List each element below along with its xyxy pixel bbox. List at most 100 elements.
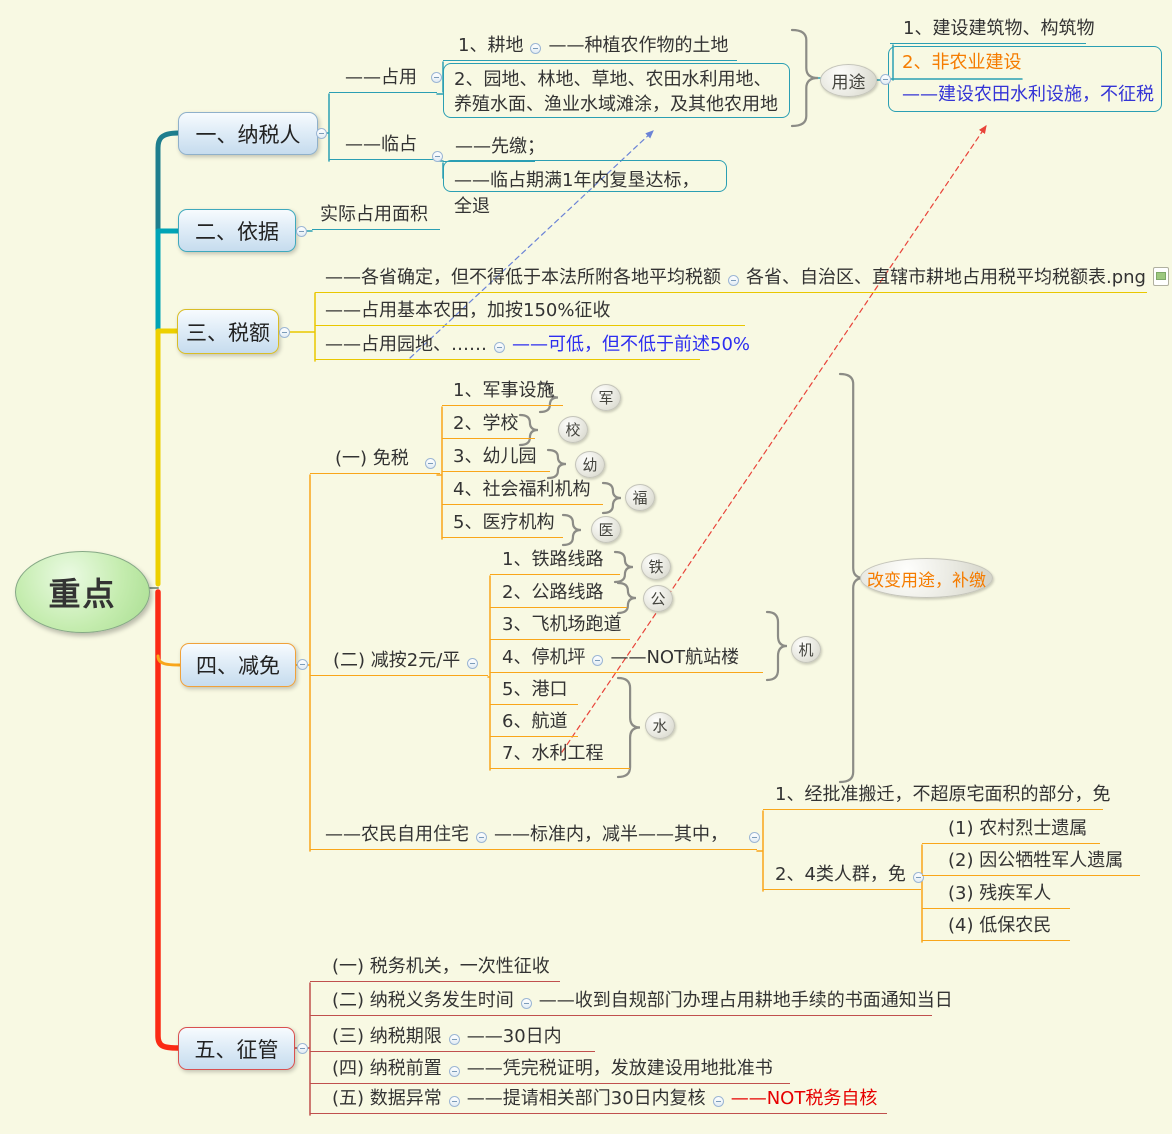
collapse-icon[interactable]: [297, 1043, 308, 1054]
brace: [616, 581, 637, 615]
item-reclaim-refund[interactable]: ——临占期满1年内复垦达标，全退: [443, 160, 727, 217]
brace: [518, 413, 539, 447]
note: ——NOT航站楼: [610, 647, 740, 668]
bubble-welfare[interactable]: 福: [625, 484, 655, 511]
item-tax-deadline[interactable]: (三) 纳税期限 ——30日内: [310, 1027, 595, 1052]
collapse-icon[interactable]: [728, 275, 739, 286]
brace: [538, 381, 559, 414]
item-port[interactable]: 5、港口: [490, 680, 578, 705]
group-exempt[interactable]: (一) 免税: [310, 449, 440, 474]
trunk-basis: [155, 228, 181, 334]
item-subsistence-farmer[interactable]: (4) 低保农民: [922, 916, 1070, 941]
item-waterway[interactable]: 6、航道: [490, 712, 578, 737]
label: 7、水利工程: [502, 743, 604, 764]
item-obligation-time[interactable]: (二) 纳税义务发生时间 ——收到自规部门办理占用耕地手续的书面通知当日: [310, 991, 953, 1016]
item-province-rate[interactable]: ——各省确定，但不得低于本法所附各地平均税额 各省、自治区、直辖市耕地占用税平均…: [315, 267, 1169, 293]
bubble-military[interactable]: 军: [591, 384, 621, 411]
item-relocation-exempt[interactable]: 1、经批准搬迁，不超原宅面积的部分，免: [763, 785, 1110, 810]
collapse-icon[interactable]: [448, 1033, 460, 1045]
label: (一) 税务机关，一次性征收: [332, 956, 550, 977]
node-label: 四、减免: [196, 654, 280, 678]
collapse-icon[interactable]: [592, 654, 604, 666]
collapse-icon[interactable]: [712, 1095, 724, 1107]
item-welfare[interactable]: 4、社会福利机构: [442, 480, 603, 505]
item-build-structures[interactable]: 1、建设建筑物、构筑物: [890, 19, 1094, 44]
item-other-farmland[interactable]: 2、园地、林地、草地、农田水利用地、养殖水面、渔业水域滩涂，及其他农用地: [443, 63, 790, 118]
node-basis[interactable]: 二、依据: [178, 209, 296, 252]
collapse-icon[interactable]: [297, 659, 308, 670]
png-file-icon[interactable]: [1152, 267, 1169, 286]
collapse-icon[interactable]: [279, 327, 290, 338]
item-data-anomaly[interactable]: (五) 数据异常 ——提请相关部门30日内复核 ——NOT税务自核: [310, 1089, 887, 1114]
item-medical[interactable]: 5、医疗机构: [442, 513, 563, 538]
attachment-label: 各省、自治区、直辖市耕地占用税平均税额表.png: [746, 267, 1146, 289]
item-four-groups[interactable]: 2、4类人群，免: [763, 864, 924, 890]
bubble-label: 幼: [582, 456, 598, 474]
bubble-railway[interactable]: 铁: [641, 553, 671, 580]
node-reduction[interactable]: 四、减免: [180, 643, 296, 687]
item-railway[interactable]: 1、铁路线路: [490, 550, 620, 575]
node-admin[interactable]: 五、征管: [178, 1027, 295, 1070]
group-reduced-rate[interactable]: (二) 减按2元/平: [310, 651, 488, 676]
bubble-kindergarten[interactable]: 幼: [575, 451, 605, 478]
collapse-icon[interactable]: [448, 1065, 460, 1077]
collapse-icon[interactable]: [880, 74, 891, 85]
collapse-icon[interactable]: [431, 72, 442, 83]
item-sacrificed-family[interactable]: (2) 因公牺牲军人遗属: [922, 851, 1140, 876]
node-tax-amount[interactable]: 三、税额: [177, 309, 279, 354]
item-occupy[interactable]: ——占用: [329, 68, 437, 93]
bubble-recapture[interactable]: 改变用途，补缴: [860, 558, 993, 598]
note: ——收到自规部门办理占用耕地手续的书面通知当日: [538, 990, 953, 1011]
item-school[interactable]: 2、学校: [442, 414, 535, 439]
item-highway[interactable]: 2、公路线路: [490, 583, 627, 608]
item-tax-authority[interactable]: (一) 税务机关，一次性征收: [310, 957, 560, 982]
item-garden-lower[interactable]: ——占用园地、…… ——可低，但不低于前述50%: [315, 335, 750, 360]
item-temporary-occupy[interactable]: ——临占: [329, 135, 437, 160]
bubble-use[interactable]: 用途: [820, 64, 877, 97]
collapse-icon[interactable]: [749, 831, 760, 843]
label: 2、园地、林地、草地、农田水利用地、养殖水面、渔业水域滩涂，及其他农用地: [454, 69, 778, 115]
collapse-icon[interactable]: [530, 42, 542, 54]
label: 4、停机坪: [502, 647, 586, 668]
collapse-icon[interactable]: [448, 1095, 460, 1107]
collapse-icon[interactable]: [316, 128, 327, 139]
item-pay-first[interactable]: ——先缴；: [443, 137, 545, 162]
item-kindergarten[interactable]: 3、幼儿园: [442, 447, 550, 472]
collapse-icon[interactable]: [494, 341, 505, 353]
item-cultivated-land[interactable]: 1、耕地 ——种植农作物的土地: [443, 36, 737, 61]
label: (五) 数据异常: [332, 1088, 442, 1109]
bubble-highway[interactable]: 公: [643, 585, 673, 612]
collapse-icon[interactable]: [912, 871, 924, 883]
item-disabled-soldier[interactable]: (3) 残疾军人: [922, 884, 1070, 909]
trunk-taxpayer: [155, 130, 181, 234]
note: ——30日内: [466, 1026, 562, 1047]
collapse-icon[interactable]: [296, 226, 307, 237]
collapse-icon[interactable]: [425, 458, 436, 469]
item-basic-farmland-150[interactable]: ——占用基本农田，加按150%征收: [315, 301, 745, 326]
collapse-icon[interactable]: [476, 831, 487, 843]
collapse-icon[interactable]: [467, 657, 479, 669]
item-tax-prerequisite[interactable]: (四) 纳税前置 ——凭完税证明，发放建设用地批准书: [310, 1059, 790, 1084]
root-node[interactable]: 重点: [15, 551, 150, 633]
bubble-medical[interactable]: 医: [591, 516, 621, 543]
item-apron[interactable]: 4、停机坪 ——NOT航站楼: [490, 648, 763, 673]
collapse-icon[interactable]: [432, 151, 443, 162]
item-runway[interactable]: 3、飞机场跑道: [490, 615, 630, 640]
brace: [546, 448, 567, 480]
item-water-project[interactable]: 7、水利工程: [490, 744, 630, 769]
item-martyr-family[interactable]: (1) 农村烈士遗属: [922, 819, 1100, 844]
item-actual-area[interactable]: 实际占用面积: [312, 205, 440, 230]
bubble-label: 用途: [831, 73, 866, 93]
collapse-icon[interactable]: [520, 997, 532, 1009]
label: 1、军事设施: [453, 380, 555, 401]
bubble-water[interactable]: 水: [645, 712, 675, 739]
label: 2、4类人群，免: [775, 864, 906, 885]
node-taxpayer[interactable]: 一、纳税人: [178, 112, 318, 155]
bubble-airport[interactable]: 机: [791, 636, 821, 663]
label: (2) 因公牺牲军人遗属: [948, 850, 1124, 871]
bubble-school[interactable]: 校: [558, 416, 588, 443]
item-farmer-house[interactable]: ——农民自用住宅 ——标准内，减半——其中，: [310, 825, 760, 850]
item-non-agricultural[interactable]: 2、非农业建设 ——建设农田水利设施，不征税: [888, 46, 1162, 112]
item-military[interactable]: 1、军事设施: [442, 381, 563, 406]
